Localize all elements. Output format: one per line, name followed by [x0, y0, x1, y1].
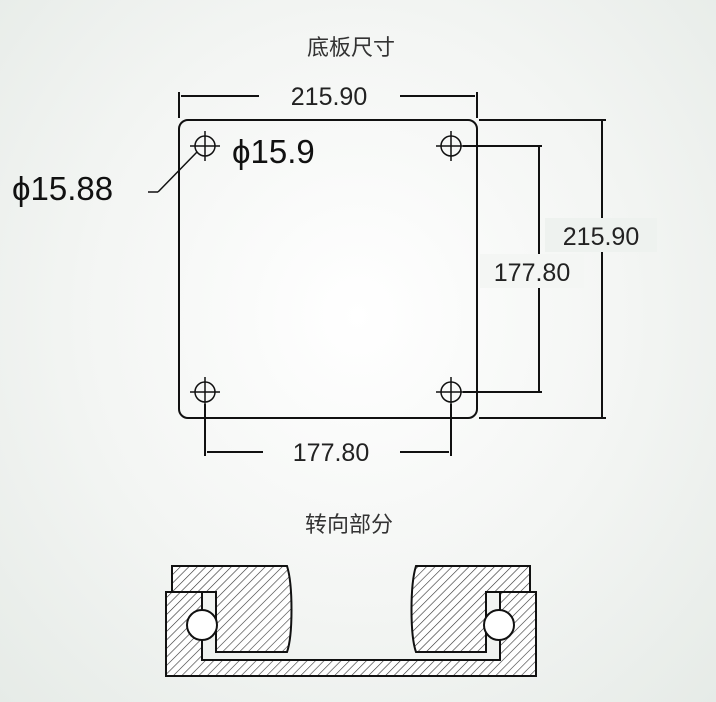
hole-diameter-leader [148, 151, 198, 193]
plate-width-dimension: 215.90 [178, 83, 478, 118]
swivel-section-title: 转向部分 [305, 512, 393, 537]
mounting-hole-bottom-right [436, 377, 466, 407]
mounting-hole-top-right [436, 131, 466, 161]
vertical-hole-spacing-dimension: 177.80 [463, 145, 584, 393]
plate-height-dimension: 215.90 [479, 119, 657, 419]
horizontal-hole-spacing-dimension: 177.80 [204, 404, 452, 467]
plate-outline [178, 119, 478, 419]
mounting-hole-bottom-left [190, 377, 220, 407]
bearing-ball-right [483, 609, 515, 641]
vertical-hole-spacing-label: 177.80 [494, 259, 570, 287]
base-plate-title: 底板尺寸 [307, 35, 395, 60]
hole-diameter-label-large: ϕ15.88 [12, 170, 113, 207]
mounting-hole-top-left [190, 131, 220, 161]
plate-width-label: 215.90 [291, 83, 367, 111]
horizontal-hole-spacing-label: 177.80 [293, 439, 369, 467]
swivel-cross-section [165, 565, 537, 677]
plate-height-label: 215.90 [563, 223, 639, 251]
bearing-ball-left [186, 609, 218, 641]
hole-diameter-label-small: ϕ15.9 [232, 133, 315, 170]
